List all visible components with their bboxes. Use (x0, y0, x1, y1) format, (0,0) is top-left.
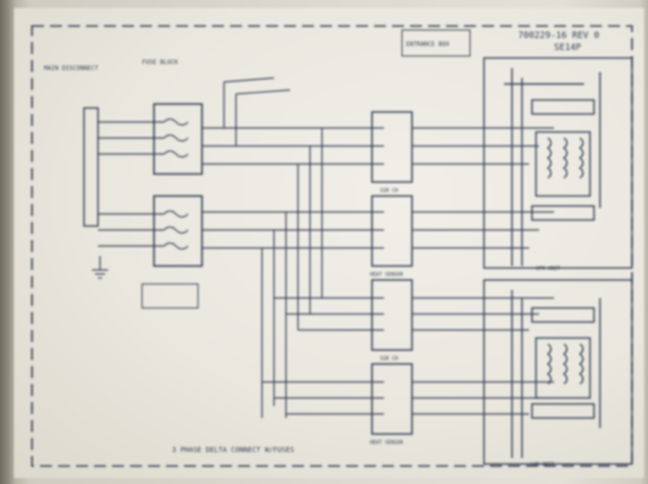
wiring-schematic: 700229-16 REV 0 SE14P ENTRANCE BOX MAIN … (31, 25, 633, 468)
fuse-block-label: FUSE BLOCK (142, 59, 179, 66)
main-disconnect-label: MAIN DISCONNECT (44, 65, 99, 72)
model-number: SE14P (554, 43, 582, 53)
ssr-ch-label-1: SSR CH (380, 188, 398, 194)
main-disconnect-block (83, 107, 99, 227)
upper-heater-unit (483, 57, 633, 269)
fuse-symbols (163, 118, 189, 250)
lower-unit-label: LWR UNIT (530, 462, 554, 468)
ssr-ch-label-2: SSR CH (380, 356, 398, 362)
heat-sensor-label-1: HEAT SENSOR (370, 272, 404, 278)
entrance-box-label: ENTRANCE BOX (406, 41, 450, 48)
schematic-sheet: 700229-16 REV 0 SE14P ENTRANCE BOX MAIN … (14, 8, 644, 478)
heat-sensor-label-2: HEAT SENSOR (370, 440, 404, 446)
wires-vertical (223, 77, 323, 418)
ssr-blocks (371, 111, 413, 435)
footer-caption: 3 PHASE DELTA CONNECT W/FUSES (172, 446, 294, 454)
drawing-number: 700229-16 REV 0 (518, 31, 599, 41)
ground-symbol (92, 256, 108, 279)
lower-heater-unit (483, 279, 633, 465)
note-box (141, 283, 199, 309)
upper-unit-label: UPR UNIT (536, 266, 560, 272)
fuse-block-lower (153, 195, 203, 267)
wires-horizontal (98, 121, 554, 415)
entrance-box (401, 29, 471, 57)
fuse-block-upper (153, 103, 203, 175)
